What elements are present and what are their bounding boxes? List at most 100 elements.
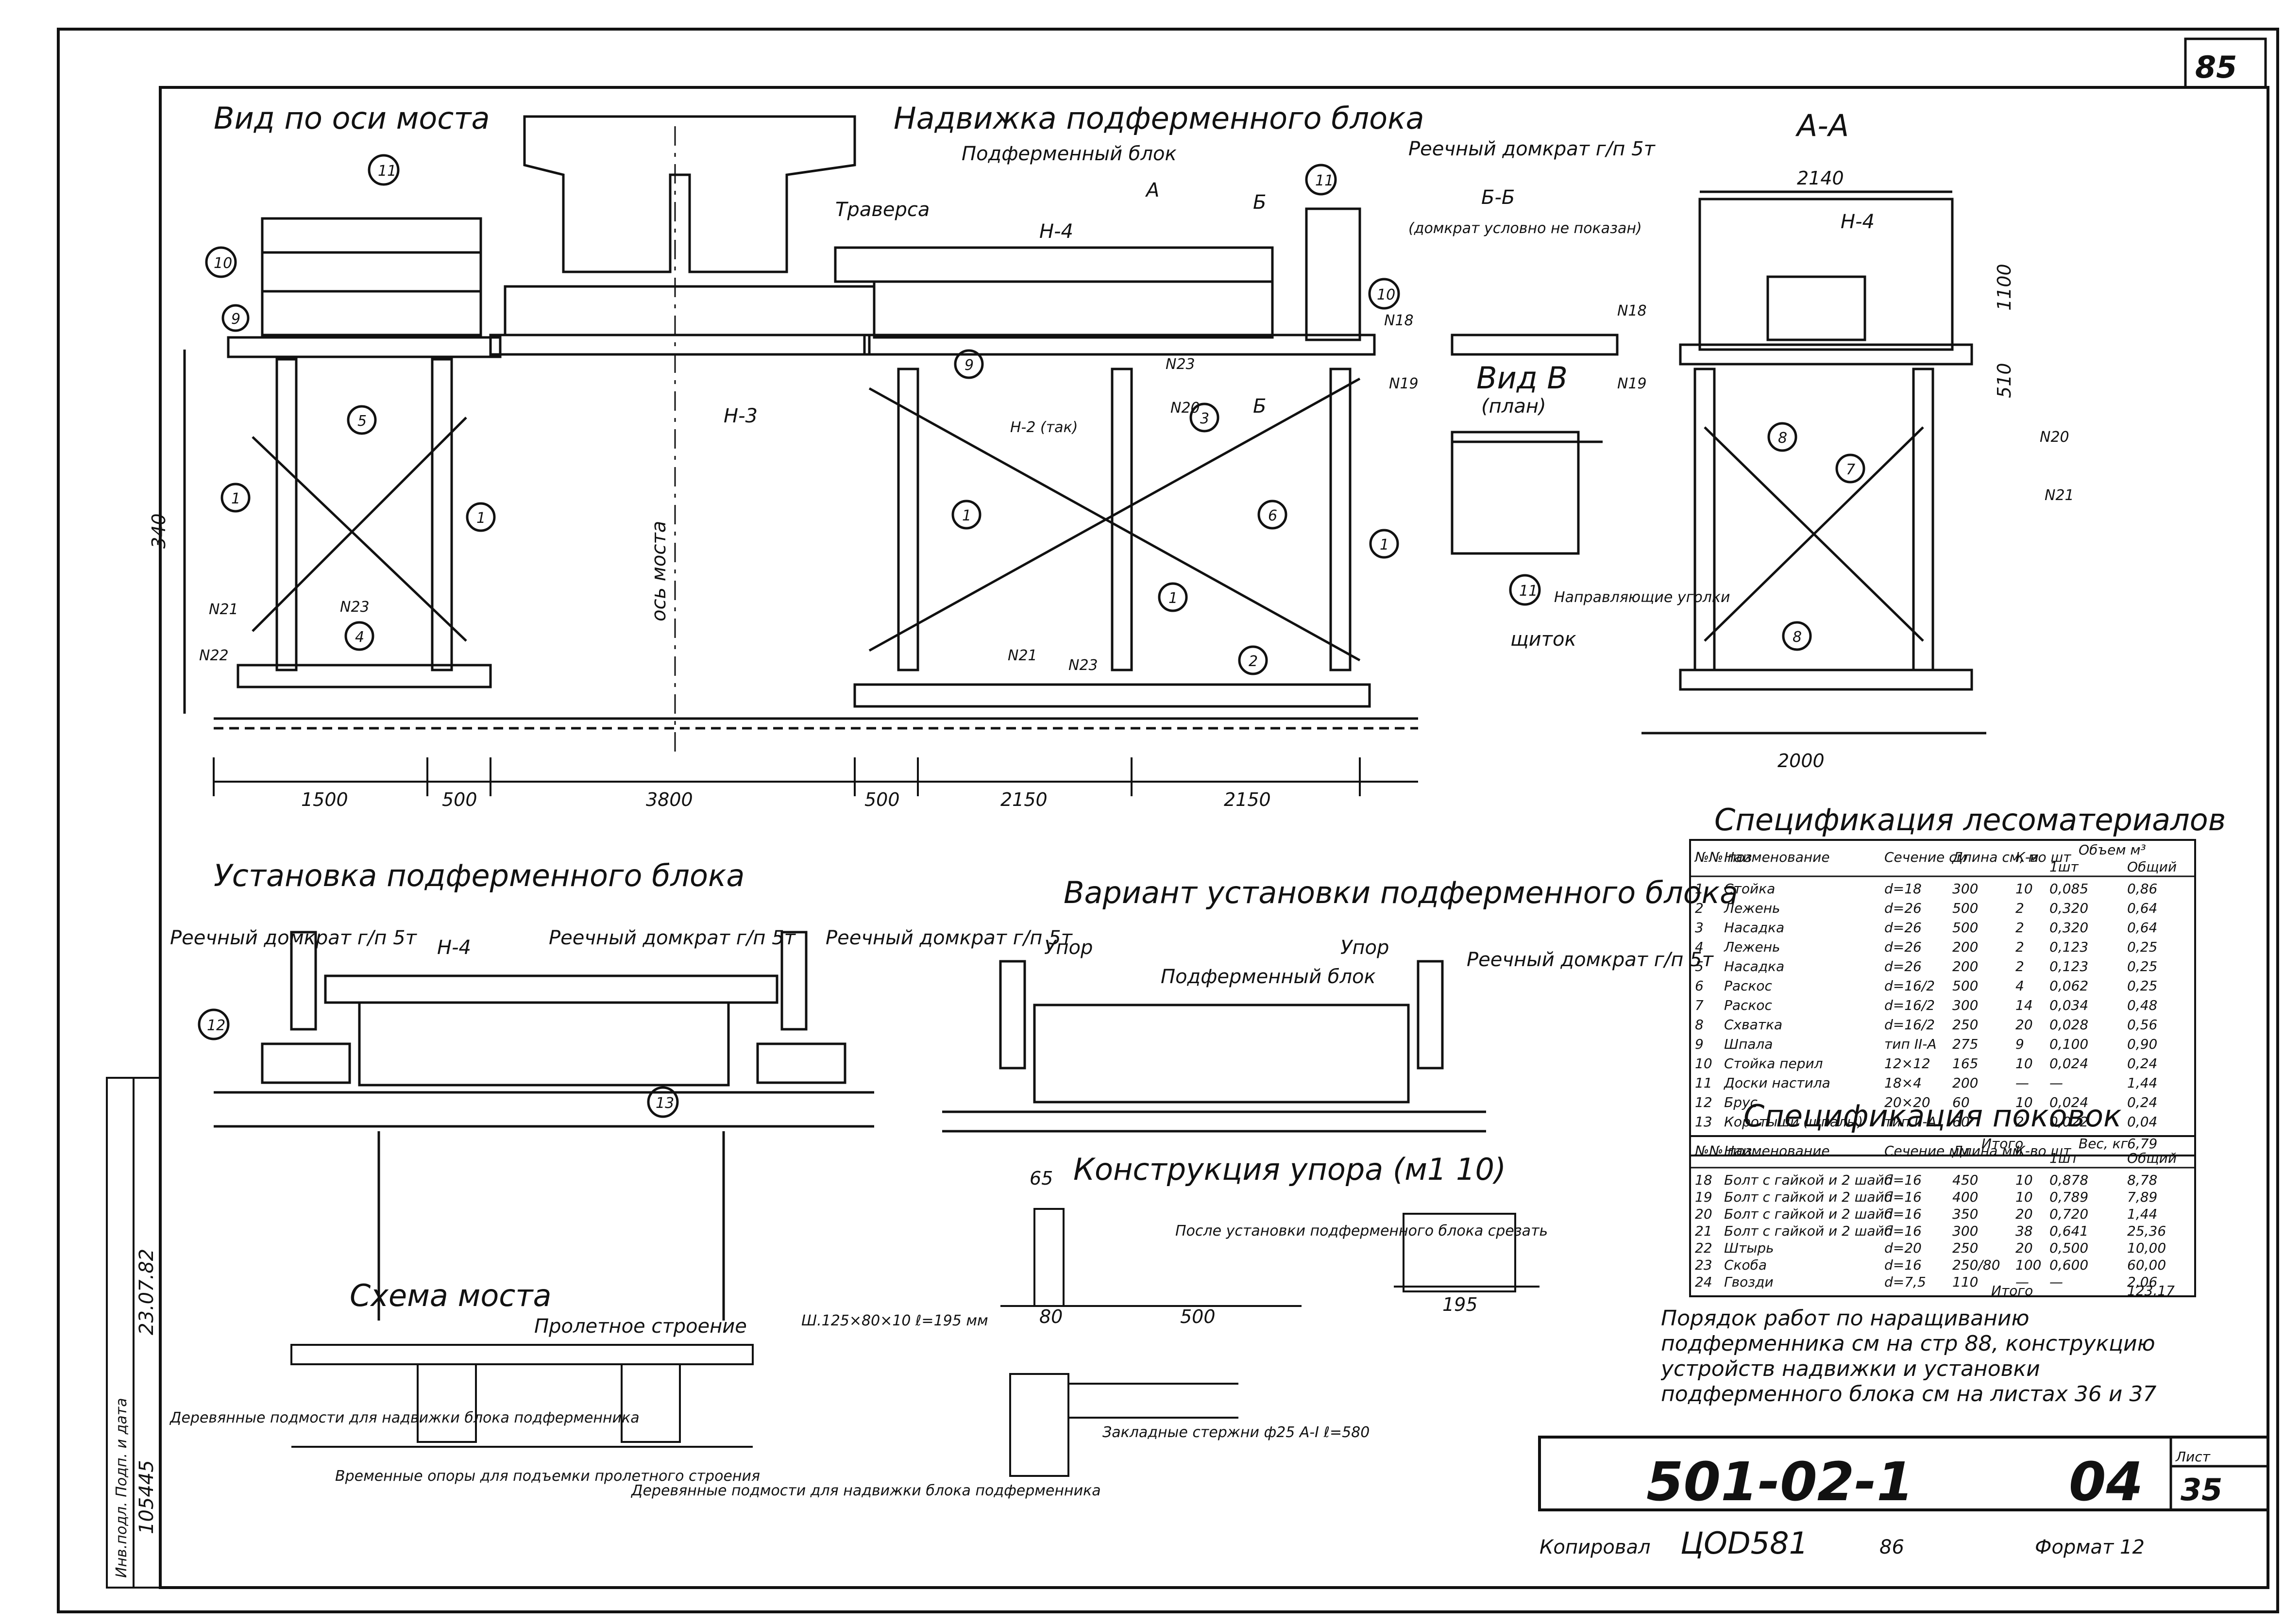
svg-text:Формат 12: Формат 12 [2035, 1536, 2145, 1558]
svg-text:2: 2 [2015, 900, 2024, 916]
svg-text:Наименование: Наименование [1724, 849, 1830, 865]
svg-text:Стойка перил: Стойка перил [1724, 1055, 1823, 1072]
svg-text:Деревянные подмости для надвиж: Деревянные подмости для надвижки блока п… [630, 1482, 1101, 1499]
svg-text:—: — [2015, 1075, 2029, 1091]
svg-text:0,641: 0,641 [2049, 1223, 2088, 1239]
svg-text:Пролетное строение: Пролетное строение [534, 1315, 747, 1338]
svg-text:3: 3 [1200, 410, 1209, 427]
svg-text:8: 8 [1695, 1017, 1704, 1033]
stop-construction: Конструкция упора (м1 10) После установк… [801, 1152, 1548, 1477]
svg-text:Штырь: Штырь [1724, 1240, 1774, 1256]
svg-text:Установка подферменного блока: Установка подферменного блока [214, 858, 744, 893]
section-aa: А-А 2140 Н-4 2000 1100 510 8 7 8 N18 N19… [1617, 108, 2074, 771]
svg-text:86: 86 [1879, 1536, 1904, 1558]
svg-text:тип II-А: тип II-А [1884, 1036, 1937, 1052]
svg-text:500: 500 [864, 789, 900, 810]
svg-text:d=16/2: d=16/2 [1884, 997, 1935, 1013]
svg-text:1,44: 1,44 [2127, 1075, 2157, 1091]
svg-text:0,878: 0,878 [2049, 1172, 2088, 1188]
svg-text:Итого: Итого [1981, 1136, 2023, 1152]
svg-text:d=16: d=16 [1884, 1257, 1922, 1273]
title-block: 501-02-1 04 Лист 35 Копировал ЦОD581 86 … [1538, 1436, 2269, 1561]
svg-text:0,500: 0,500 [2049, 1240, 2088, 1256]
svg-text:200: 200 [1952, 1075, 1978, 1091]
svg-text:d=18: d=18 [1884, 881, 1922, 897]
svg-text:11: 11 [1695, 1075, 1712, 1091]
svg-text:13: 13 [1695, 1114, 1712, 1130]
svg-text:7: 7 [1695, 997, 1704, 1013]
svg-text:d=16: d=16 [1884, 1189, 1922, 1205]
svg-text:2: 2 [2015, 920, 2024, 936]
svg-text:Схватка: Схватка [1724, 1017, 1782, 1033]
svg-text:250: 250 [1952, 1017, 1978, 1033]
note-text: Порядок работ по наращиванию подферменни… [1661, 1306, 2157, 1406]
svg-text:d=26: d=26 [1884, 920, 1922, 936]
svg-text:9: 9 [964, 357, 974, 374]
svg-text:Н-4: Н-4 [1841, 211, 1875, 233]
svg-text:d=16: d=16 [1884, 1172, 1922, 1188]
svg-text:Ш.125×80×10 ℓ=195 мм: Ш.125×80×10 ℓ=195 мм [801, 1312, 988, 1329]
svg-text:ЦОD581: ЦОD581 [1680, 1525, 1808, 1561]
svg-text:0,64: 0,64 [2127, 920, 2157, 936]
svg-text:2000: 2000 [1777, 750, 1825, 771]
svg-text:0,024: 0,024 [2049, 1055, 2088, 1072]
svg-text:Болт с гайкой и 2 шайб: Болт с гайкой и 2 шайб [1724, 1206, 1893, 1222]
svg-text:№№ поз: №№ поз [1694, 849, 1752, 865]
svg-text:10: 10 [1695, 1055, 1712, 1072]
svg-text:Лист: Лист [2175, 1449, 2211, 1465]
svg-text:Временные опоры для подъемки п: Временные опоры для подъемки пролетного … [335, 1468, 760, 1485]
svg-text:N21: N21 [1008, 647, 1037, 664]
drawing-code: 501-02-1 [1646, 1451, 1914, 1513]
svg-text:165: 165 [1952, 1055, 1978, 1072]
svg-text:10: 10 [2015, 1189, 2033, 1205]
advance-view: Надвижка подферменного блока Подферменны… [834, 100, 1656, 708]
svg-text:18×4: 18×4 [1884, 1075, 1922, 1091]
svg-text:0,028: 0,028 [2049, 1017, 2088, 1033]
svg-text:19: 19 [1695, 1189, 1712, 1205]
svg-text:0,123: 0,123 [2049, 958, 2088, 974]
svg-text:d=7,5: d=7,5 [1884, 1274, 1926, 1290]
svg-text:0,085: 0,085 [2049, 881, 2088, 897]
svg-text:После установки подферменного: После установки подферменного блока срез… [1175, 1222, 1548, 1239]
svg-text:9: 9 [1695, 1036, 1704, 1052]
svg-text:тип II-А: тип II-А [1884, 1114, 1937, 1130]
svg-text:4: 4 [1695, 939, 1704, 955]
svg-text:9: 9 [231, 311, 240, 328]
svg-text:65: 65 [1030, 1168, 1053, 1189]
svg-text:Вес, кг: Вес, кг [2079, 1136, 2128, 1152]
svg-text:10: 10 [2015, 1055, 2033, 1072]
svg-text:11: 11 [1519, 583, 1538, 600]
issue-number: 04 [2069, 1451, 2143, 1513]
svg-text:22: 22 [1695, 1240, 1712, 1256]
svg-text:Болт с гайкой и 2 шайб: Болт с гайкой и 2 шайб [1724, 1189, 1893, 1205]
svg-text:450: 450 [1952, 1172, 1978, 1188]
svg-text:0,022: 0,022 [2049, 1114, 2088, 1130]
svg-text:10: 10 [214, 255, 232, 272]
svg-text:Доски настила: Доски настила [1723, 1075, 1830, 1091]
svg-text:1: 1 [962, 507, 971, 524]
svg-text:1,44: 1,44 [2127, 1206, 2157, 1222]
svg-text:3: 3 [1695, 920, 1704, 936]
svg-text:Насадка: Насадка [1724, 920, 1784, 936]
svg-text:Б-Б: Б-Б [1481, 186, 1515, 209]
svg-text:300: 300 [1952, 1223, 1978, 1239]
svg-text:Реечный домкрат г/п 5т: Реечный домкрат г/п 5т [170, 927, 418, 949]
svg-text:d=26: d=26 [1884, 958, 1922, 974]
svg-text:N23: N23 [340, 599, 370, 616]
svg-text:N21: N21 [2045, 487, 2074, 504]
svg-text:0,56: 0,56 [2127, 1017, 2157, 1033]
svg-text:0,600: 0,600 [2049, 1257, 2088, 1273]
svg-text:—: — [2015, 1274, 2029, 1290]
svg-text:10: 10 [1377, 286, 1395, 303]
svg-text:500: 500 [1952, 920, 1978, 936]
svg-text:Длина см, м: Длина см, м [1951, 849, 2039, 865]
svg-text:10,00: 10,00 [2127, 1240, 2166, 1256]
svg-text:12: 12 [207, 1017, 225, 1034]
svg-text:N19: N19 [1617, 375, 1647, 392]
svg-text:N20: N20 [1170, 400, 1200, 417]
svg-text:2140: 2140 [1797, 167, 1844, 189]
